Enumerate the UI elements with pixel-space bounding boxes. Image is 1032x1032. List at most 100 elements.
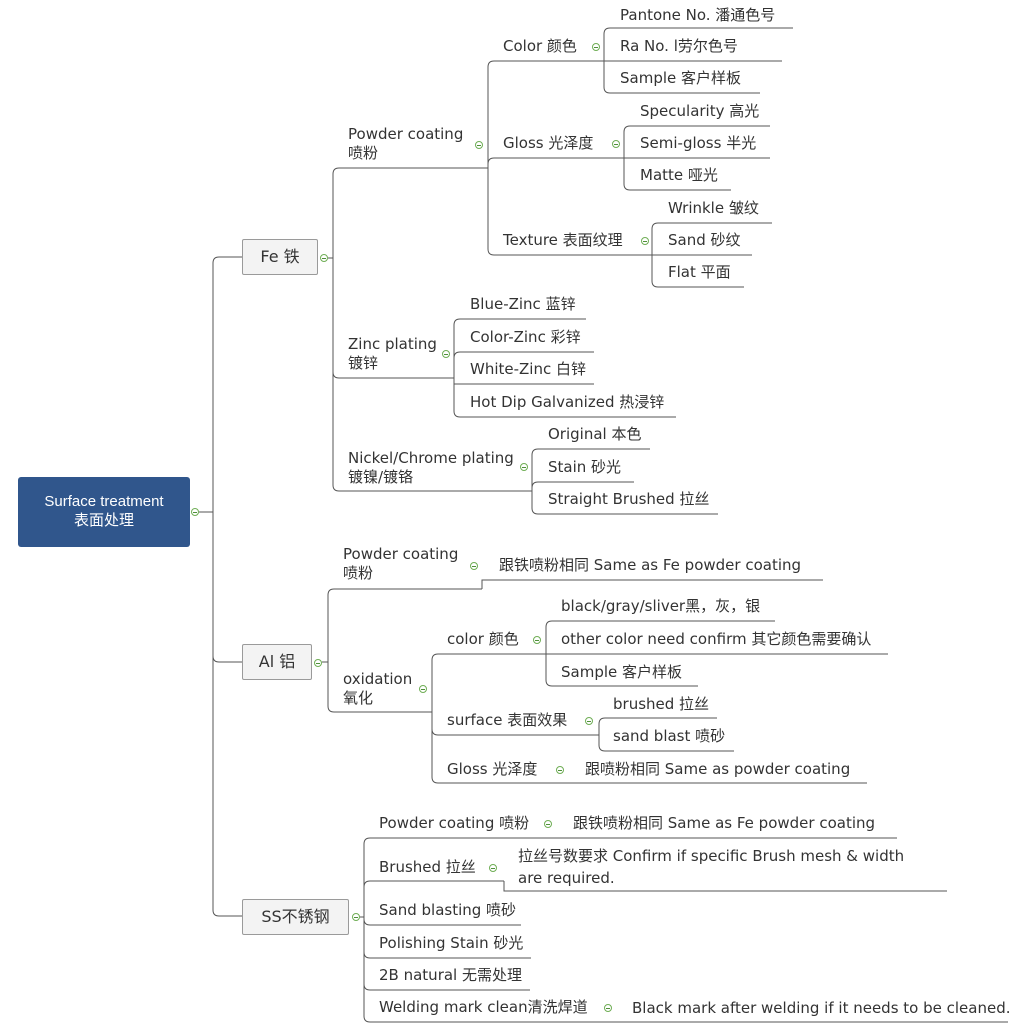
connector-texture-wrinkle xyxy=(649,222,772,256)
connector-gloss-matte xyxy=(620,157,731,191)
collapse-toggle-icon[interactable] xyxy=(585,717,593,725)
leaf-white-zinc[interactable]: White-Zinc 白锌 xyxy=(470,360,586,378)
root-node-surface-treatment[interactable]: Surface treatment 表面处理 xyxy=(18,477,190,547)
leaf-ss-powder-note[interactable]: 跟铁喷粉相同 Same as Fe powder coating xyxy=(573,814,876,832)
node-ss-welding[interactable]: Welding mark clean清洗焊道 xyxy=(379,998,588,1016)
leaf-ss-brushed-note2: are required. xyxy=(518,869,615,887)
node-ss-natural[interactable]: 2B natural 无需处理 xyxy=(379,966,522,984)
collapse-toggle-icon[interactable] xyxy=(419,685,427,693)
leaf-sand-blast[interactable]: sand blast 喷砂 xyxy=(613,727,726,745)
node-ss-polishing[interactable]: Polishing Stain 砂光 xyxy=(379,934,524,952)
leaf-al-powder-note[interactable]: 跟铁喷粉相同 Same as Fe powder coating xyxy=(499,556,802,574)
node-al[interactable]: Al 铝 xyxy=(242,644,312,680)
leaf-ral[interactable]: Ra No. l劳尔色号 xyxy=(620,37,738,55)
node-fe-label: Fe 铁 xyxy=(260,247,300,266)
node-fe-zinc-line1: Zinc plating xyxy=(348,335,437,353)
collapse-toggle-icon[interactable] xyxy=(612,140,620,148)
leaf-ss-welding-note[interactable]: Black mark after welding if it needs to … xyxy=(632,999,1011,1017)
collapse-toggle-icon[interactable] xyxy=(641,237,649,245)
collapse-toggle-icon[interactable] xyxy=(533,636,541,644)
connector-zinc-blue xyxy=(450,318,586,379)
collapse-toggle-icon[interactable] xyxy=(556,766,564,774)
leaf-ss-brushed-note1: 拉丝号数要求 Confirm if specific Brush mesh & … xyxy=(518,847,905,865)
connector-alcolor-sample xyxy=(543,653,698,687)
connector-nickel-stain xyxy=(528,481,634,492)
leaf-original[interactable]: Original 本色 xyxy=(548,425,642,443)
leaf-al-gloss-note[interactable]: 跟喷粉相同 Same as powder coating xyxy=(585,760,851,778)
leaf-other-color[interactable]: other color need confirm 其它颜色需要确认 xyxy=(561,630,872,648)
node-ss[interactable]: SS不锈钢 xyxy=(242,899,349,935)
node-al-powder-line2: 喷粉 xyxy=(343,564,374,582)
node-al-powder-line1: Powder coating xyxy=(343,545,459,563)
connector-ss-brushed xyxy=(360,880,504,918)
node-fe-powder-line1: Powder coating xyxy=(348,125,464,143)
connector-root-fe xyxy=(199,256,242,513)
leaf-blue-zinc[interactable]: Blue-Zinc 蓝锌 xyxy=(470,295,576,313)
connector-fe-nickel xyxy=(328,257,530,492)
collapse-toggle-icon[interactable] xyxy=(592,43,600,51)
connector-surface-brushed xyxy=(595,717,717,736)
node-fe[interactable]: Fe 铁 xyxy=(242,239,318,275)
node-ss-sandblasting[interactable]: Sand blasting 喷砂 xyxy=(379,901,517,919)
collapse-toggle-icon[interactable] xyxy=(470,562,478,570)
node-al-oxidation-line1: oxidation xyxy=(343,670,413,688)
collapse-toggle-icon[interactable] xyxy=(320,254,328,262)
node-fe-nickel-line1: Nickel/Chrome plating xyxy=(348,449,514,467)
connector-al-powder-note xyxy=(481,579,823,589)
node-fe-powder[interactable]: Powder coating 喷粉 xyxy=(348,125,463,163)
leaf-straight-brushed[interactable]: Straight Brushed 拉丝 xyxy=(548,490,710,508)
connector-ss-welding xyxy=(360,916,616,1023)
leaf-specularity[interactable]: Specularity 高光 xyxy=(640,102,760,120)
leaf-stain[interactable]: Stain 砂光 xyxy=(548,458,622,476)
leaf-semi-gloss[interactable]: Semi-gloss 半光 xyxy=(640,134,757,152)
node-fe-powder-line2: 喷粉 xyxy=(348,144,379,162)
node-fe-nickel[interactable]: Nickel/Chrome plating 镀镍/镀铬 xyxy=(348,449,514,487)
connector-zinc-color xyxy=(450,351,594,379)
collapse-toggle-icon[interactable] xyxy=(604,1004,612,1012)
node-al-surface[interactable]: surface 表面效果 xyxy=(447,711,568,729)
node-al-powder[interactable]: Powder coating 喷粉 xyxy=(343,545,458,583)
leaf-fe-sample[interactable]: Sample 客户样板 xyxy=(620,69,742,87)
connector-powder-texture xyxy=(486,167,650,256)
leaf-al-brushed[interactable]: brushed 拉丝 xyxy=(613,695,710,713)
connector-alcolor-black xyxy=(543,620,775,655)
collapse-toggle-icon[interactable] xyxy=(442,350,450,358)
connector-ox-color xyxy=(429,653,545,713)
connector-powder-gloss xyxy=(486,157,622,169)
collapse-toggle-icon[interactable] xyxy=(475,141,483,149)
connector-al-powder xyxy=(322,588,482,663)
collapse-toggle-icon[interactable] xyxy=(191,508,199,516)
node-al-color[interactable]: color 颜色 xyxy=(447,630,519,648)
leaf-color-zinc[interactable]: Color-Zinc 彩锌 xyxy=(470,328,581,346)
connector-gloss-spec xyxy=(620,125,770,159)
node-fe-color[interactable]: Color 颜色 xyxy=(503,37,577,55)
leaf-al-sample[interactable]: Sample 客户样板 xyxy=(561,663,683,681)
leaf-hot-dip[interactable]: Hot Dip Galvanized 热浸锌 xyxy=(470,393,665,411)
connector-color-sample xyxy=(600,60,760,94)
root-line1: Surface treatment xyxy=(44,493,164,510)
node-ss-brushed[interactable]: Brushed 拉丝 xyxy=(379,858,476,876)
leaf-pantone[interactable]: Pantone No. 潘通色号 xyxy=(620,6,776,24)
connector-ss-brushed-note xyxy=(503,881,947,892)
connector-texture-flat xyxy=(649,254,744,288)
leaf-flat[interactable]: Flat 平面 xyxy=(668,263,731,281)
node-fe-zinc[interactable]: Zinc plating 镀锌 xyxy=(348,335,437,373)
collapse-toggle-icon[interactable] xyxy=(544,820,552,828)
node-fe-gloss[interactable]: Gloss 光泽度 xyxy=(503,134,594,152)
leaf-wrinkle[interactable]: Wrinkle 皱纹 xyxy=(668,199,759,217)
leaf-ss-brushed-note[interactable]: 拉丝号数要求 Confirm if specific Brush mesh & … xyxy=(518,847,904,888)
node-ss-powder[interactable]: Powder coating 喷粉 xyxy=(379,814,530,832)
leaf-sand[interactable]: Sand 砂纹 xyxy=(668,231,741,249)
connector-root-al xyxy=(199,511,242,663)
leaf-black-gray-silver[interactable]: black/gray/sliver黑，灰，银 xyxy=(561,597,761,615)
collapse-toggle-icon[interactable] xyxy=(520,463,528,471)
node-fe-texture[interactable]: Texture 表面纹理 xyxy=(503,231,623,249)
collapse-toggle-icon[interactable] xyxy=(489,864,497,872)
node-al-gloss[interactable]: Gloss 光泽度 xyxy=(447,760,538,778)
node-al-oxidation[interactable]: oxidation 氧化 xyxy=(343,670,412,708)
collapse-toggle-icon[interactable] xyxy=(352,913,360,921)
connector-powder-color xyxy=(486,60,602,169)
collapse-toggle-icon[interactable] xyxy=(314,659,322,667)
leaf-matte[interactable]: Matte 哑光 xyxy=(640,166,718,184)
